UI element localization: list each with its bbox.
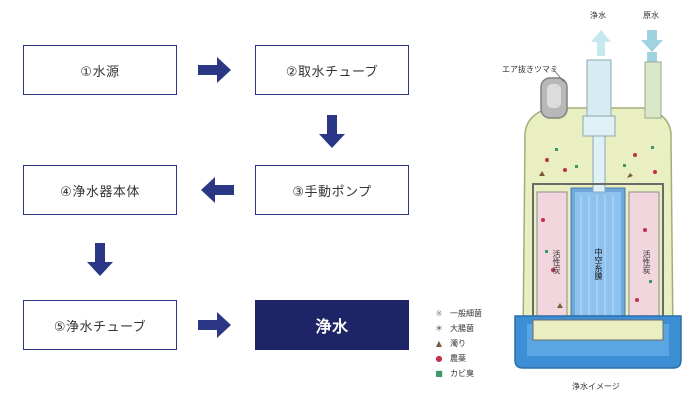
carbon-right-label: 活性炭 xyxy=(642,250,651,274)
legend-item: ● 農薬 xyxy=(432,351,482,366)
legend: ※ 一般細菌 ＊ 大腸菌 ▲ 濁り ● 農薬 ■ カビ臭 xyxy=(432,306,482,381)
legend-label: 一般細菌 xyxy=(450,309,482,318)
hollow-fiber-label: 中空糸膜 xyxy=(594,248,603,280)
step-purifier-body: ④浄水器本体 xyxy=(23,165,177,215)
step-intake-tube: ②取水チューブ xyxy=(255,45,409,95)
legend-item: ※ 一般細菌 xyxy=(432,306,482,321)
legend-item: ▲ 濁り xyxy=(432,336,482,351)
mold-odor-icon: ■ xyxy=(435,369,443,378)
purifier-illustration xyxy=(514,30,682,369)
carbon-left-label: 活性炭 xyxy=(552,250,561,274)
arrow-right-icon xyxy=(198,312,231,338)
arrow-down-icon xyxy=(319,115,345,148)
step-clean-tube: ⑤浄水チューブ xyxy=(23,300,177,350)
step-water-source: ①水源 xyxy=(23,45,177,95)
raw-water-label: 原水 xyxy=(643,11,659,20)
pesticide-icon: ● xyxy=(435,354,443,363)
leader-line xyxy=(552,68,565,83)
step-label: 浄水 xyxy=(315,317,349,336)
ecoli-icon: ＊ xyxy=(435,324,443,333)
step-label: ④浄水器本体 xyxy=(60,184,140,200)
turbidity-icon: ▲ xyxy=(435,339,443,348)
arrow-down-icon xyxy=(87,243,113,276)
step-label: ⑤浄水チューブ xyxy=(53,319,147,335)
legend-item: ＊ 大腸菌 xyxy=(432,321,482,336)
step-clean-water: 浄水 xyxy=(255,300,409,350)
clean-water-label: 浄水 xyxy=(590,11,606,20)
legend-item: ■ カビ臭 xyxy=(432,366,482,381)
step-label: ③手動ポンプ xyxy=(292,184,372,200)
illustration-caption: 浄水イメージ xyxy=(572,382,620,391)
raw-water-arrow-icon xyxy=(641,30,663,66)
step-label: ②取水チューブ xyxy=(285,64,379,80)
arrow-left-icon xyxy=(201,177,234,203)
arrow-right-icon xyxy=(198,57,231,83)
bacteria-icon: ※ xyxy=(435,309,443,318)
clean-water-arrow-icon xyxy=(591,30,611,56)
legend-label: 濁り xyxy=(450,339,466,348)
legend-label: カビ臭 xyxy=(450,369,474,378)
step-manual-pump: ③手動ポンプ xyxy=(255,165,409,215)
step-label: ①水源 xyxy=(80,64,120,80)
air-release-label: エア抜きツマミ xyxy=(502,65,558,74)
legend-label: 農薬 xyxy=(450,354,466,363)
legend-label: 大腸菌 xyxy=(450,324,474,333)
